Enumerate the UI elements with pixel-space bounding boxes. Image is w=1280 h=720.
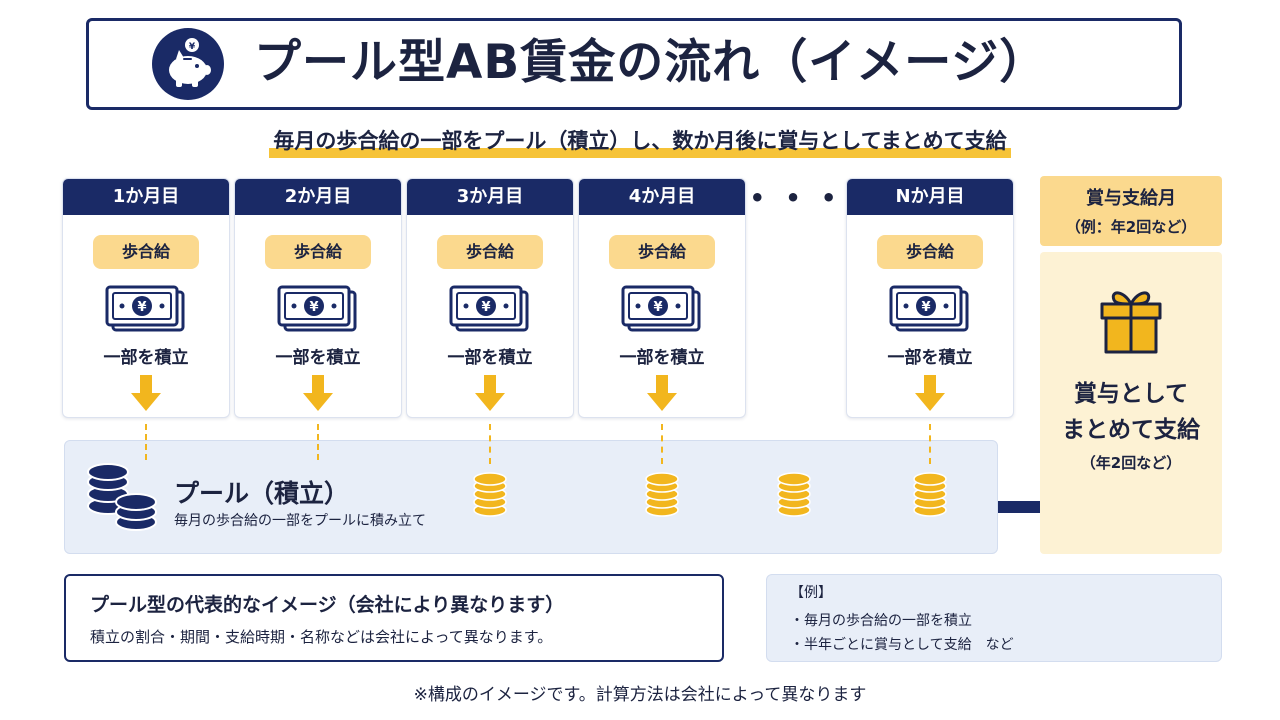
month-card-n: Nか月目 歩合給 ¥ 一部を積立: [846, 178, 1014, 418]
accumulate-label: 一部を積立: [447, 348, 533, 368]
svg-text:¥: ¥: [309, 300, 318, 315]
month-card-4: 4か月目 歩合給 ¥ 一部を積立: [578, 178, 746, 418]
bonus-month-label: 賞与支給月: [1086, 188, 1176, 209]
yen-bill-icon: ¥: [889, 285, 969, 332]
gold-coin-stack-icon: [473, 472, 507, 517]
month-label: 4か月目: [579, 179, 745, 215]
accumulate-label: 一部を積立: [275, 348, 361, 368]
dashed-connector: [661, 424, 663, 464]
gift-box-icon: [1100, 291, 1162, 354]
month-card-3: 3か月目 歩合給 ¥ 一部を積立: [406, 178, 574, 418]
down-arrow-icon: [915, 375, 945, 411]
page-title: プール型AB賃金の流れ（イメージ）: [254, 35, 1048, 90]
commission-pill: 歩合給: [93, 235, 199, 269]
accumulate-label: 一部を積立: [887, 348, 973, 368]
svg-text:¥: ¥: [653, 300, 662, 315]
commission-pill: 歩合給: [877, 235, 983, 269]
subtitle: 毎月の歩合給の一部をプール（積立）し、数か月後に賞与としてまとめて支給: [0, 124, 1280, 158]
month-label: 1か月目: [63, 179, 229, 215]
svg-text:¥: ¥: [481, 300, 490, 315]
accumulate-label: 一部を積立: [103, 348, 189, 368]
note-description: 積立の割合・期間・支給時期・名称などは会社によって異なります。: [90, 628, 553, 646]
svg-text:¥: ¥: [189, 42, 196, 52]
bonus-note: （年2回など）: [1080, 454, 1182, 472]
pool-description: 毎月の歩合給の一部をプールに積み立て: [174, 513, 426, 529]
gold-coin-stack-icon: [777, 472, 811, 517]
svg-text:¥: ¥: [137, 300, 146, 315]
accumulate-label: 一部を積立: [619, 348, 705, 368]
title-box: [86, 18, 1182, 110]
down-arrow-icon: [647, 375, 677, 411]
subtitle-text: 毎月の歩合給の一部をプール（積立）し、数か月後に賞与としてまとめて支給: [269, 124, 1011, 158]
bonus-month-example: （例：年2回など）: [1065, 218, 1197, 236]
dashed-connector: [145, 424, 147, 460]
month-label: 3か月目: [407, 179, 573, 215]
bonus-month-header: 賞与支給月 （例：年2回など）: [1040, 176, 1222, 246]
ellipsis: • • •: [749, 184, 843, 212]
example-item: ・毎月の歩合給の一部を積立: [790, 613, 972, 629]
example-item: ・半年ごとに賞与として支給 など: [790, 637, 1014, 653]
commission-pill: 歩合給: [437, 235, 543, 269]
month-card-2: 2か月目 歩合給 ¥ 一部を積立: [234, 178, 402, 418]
yen-bill-icon: ¥: [449, 285, 529, 332]
gold-coin-stack-icon: [645, 472, 679, 517]
note-box: [64, 574, 724, 662]
svg-text:¥: ¥: [921, 300, 930, 315]
bonus-text-line1: 賞与として: [1073, 381, 1189, 407]
yen-bill-icon: ¥: [105, 285, 185, 332]
yen-bill-icon: ¥: [277, 285, 357, 332]
coin-stack-icon: [87, 463, 157, 531]
bonus-text-line2: まとめて支給: [1062, 417, 1200, 443]
gold-coin-stack-icon: [913, 472, 947, 517]
commission-pill: 歩合給: [609, 235, 715, 269]
bonus-text: 賞与として まとめて支給: [1040, 376, 1222, 448]
dashed-connector: [489, 424, 491, 464]
down-arrow-icon: [475, 375, 505, 411]
piggy-bank-icon: ¥: [152, 28, 224, 100]
pool-title: プール（積立）: [174, 479, 350, 508]
month-card-1: 1か月目 歩合給 ¥ 一部を積立: [62, 178, 230, 418]
dashed-connector: [317, 424, 319, 460]
month-label: Nか月目: [847, 179, 1013, 215]
down-arrow-icon: [131, 375, 161, 411]
dashed-connector: [929, 424, 931, 464]
note-title: プール型の代表的なイメージ（会社により異なります）: [90, 594, 565, 616]
commission-pill: 歩合給: [265, 235, 371, 269]
month-label: 2か月目: [235, 179, 401, 215]
example-heading: 【例】: [790, 585, 832, 601]
example-box: [766, 574, 1222, 662]
pool-band: [64, 440, 998, 554]
yen-bill-icon: ¥: [621, 285, 701, 332]
footer-note: ※構成のイメージです。計算方法は会社によって異なります: [413, 685, 867, 705]
down-arrow-icon: [303, 375, 333, 411]
